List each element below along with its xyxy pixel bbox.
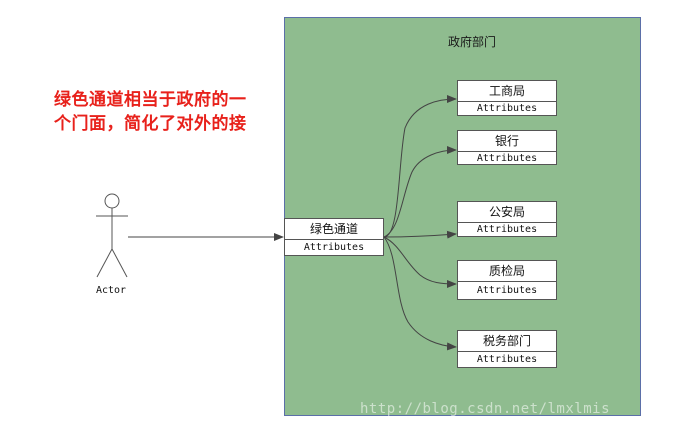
annotation-line-1: 绿色通道相当于政府的一 (54, 90, 247, 110)
annotation-line-2: 个门面，简化了对外的接 (54, 114, 247, 134)
department-attributes: Attributes (476, 354, 538, 365)
channel-to-dept-arrow (383, 230, 457, 239)
actor-label: Actor (95, 285, 127, 296)
department-name: 质检局 (458, 261, 556, 282)
department-box-gongshangju[interactable]: 工商局 Attributes (457, 80, 557, 116)
department-box-gonganju[interactable]: 公安局 Attributes (457, 201, 557, 237)
green-channel-name: 绿色通道 (285, 219, 383, 240)
green-channel-box[interactable]: 绿色通道 Attributes (284, 218, 384, 256)
department-name: 税务部门 (458, 331, 556, 352)
channel-to-dept-arrow (383, 146, 457, 238)
department-attributes: Attributes (476, 103, 538, 114)
actor-icon (96, 193, 128, 278)
department-attributes: Attributes (476, 224, 538, 235)
department-attributes: Attributes (476, 153, 538, 164)
department-name: 工商局 (458, 81, 556, 102)
department-box-shuiwubumen[interactable]: 税务部门 Attributes (457, 330, 557, 368)
channel-to-dept-arrow (383, 236, 457, 351)
watermark-text: http://blog.csdn.net/lmxlmis (360, 401, 611, 417)
annotation-text: 绿色通道相当于政府的一 个门面，简化了对外的接 (54, 88, 254, 136)
channel-to-dept-arrow (383, 236, 457, 288)
department-attributes: Attributes (476, 285, 538, 296)
government-department-title: 政府部门 (447, 35, 496, 49)
department-box-zhijianju[interactable]: 质检局 Attributes (457, 260, 557, 300)
department-name: 公安局 (458, 202, 556, 223)
department-name: 银行 (458, 131, 556, 152)
channel-to-dept-arrow (383, 95, 457, 238)
green-channel-attributes: Attributes (303, 242, 365, 253)
department-box-yinhang[interactable]: 银行 Attributes (457, 130, 557, 165)
